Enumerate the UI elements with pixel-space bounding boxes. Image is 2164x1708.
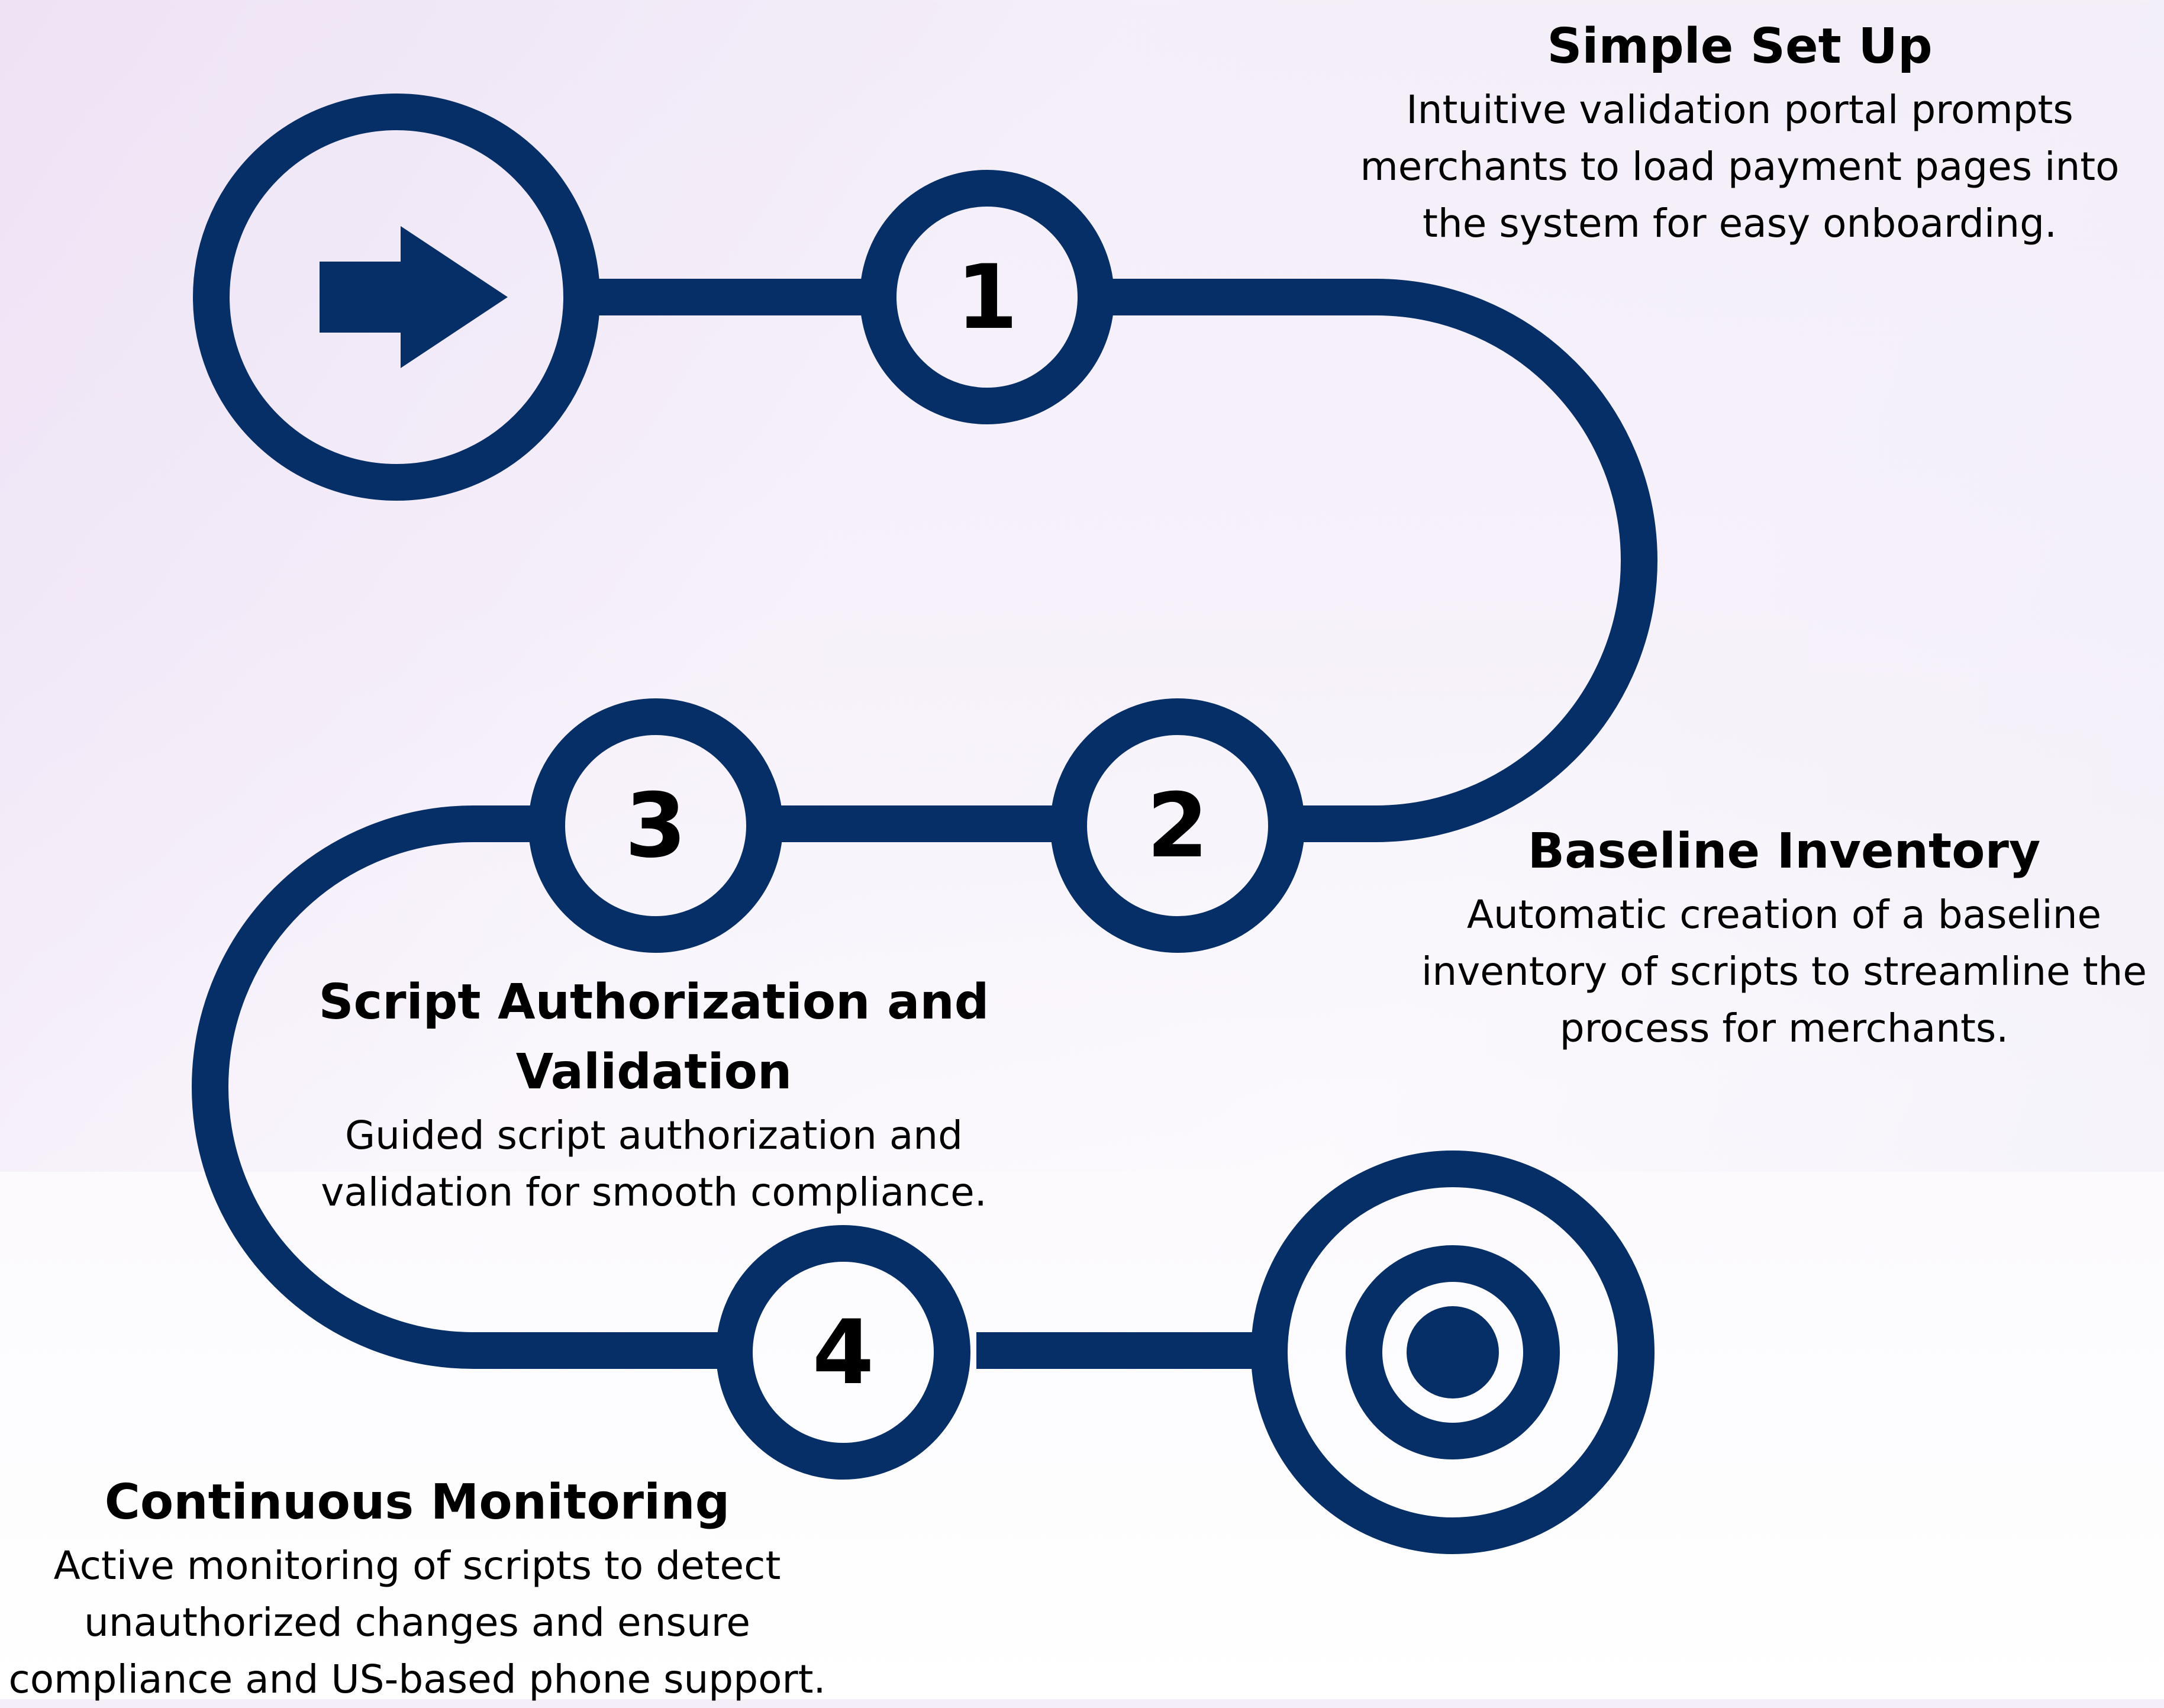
- step-2-desc-line-1: Automatic creation of a baseline: [1466, 892, 2102, 937]
- step-4-number: 4: [812, 1301, 874, 1404]
- step-2-desc-line-2: inventory of scripts to streamline the: [1421, 949, 2147, 994]
- connector-path: [192, 279, 1657, 1369]
- step-1-desc-line-2: merchants to load payment pages into: [1360, 144, 2120, 189]
- arrow-right-icon: [320, 226, 508, 368]
- step-2-text: Baseline Inventory Automatic creation of…: [1408, 817, 2160, 1057]
- step-3-number: 3: [625, 775, 686, 878]
- step-1-title: Simple Set Up: [1547, 18, 1933, 75]
- step-1-node: 1: [860, 170, 1114, 424]
- step-3-title-line-2: Validation: [515, 1044, 792, 1100]
- step-4-node: 4: [716, 1225, 970, 1480]
- step-3-text: Script Authorization and Validation Guid…: [299, 968, 1009, 1221]
- step-4-text: Continuous Monitoring Active monitoring …: [0, 1468, 834, 1708]
- step-4-desc-line-2: unauthorized changes and ensure: [84, 1600, 750, 1645]
- step-4-desc-line-3: compliance and US-based phone support.: [8, 1657, 826, 1702]
- step-3-desc-line-1: Guided script authorization and: [344, 1113, 963, 1158]
- step-3-title-line-1: Script Authorization and: [318, 974, 989, 1030]
- step-3-node: 3: [528, 698, 783, 953]
- step-2-desc-line-3: process for merchants.: [1559, 1006, 2009, 1051]
- step-2-title: Baseline Inventory: [1527, 823, 2041, 879]
- step-3-desc-line-2: validation for smooth compliance.: [321, 1169, 987, 1215]
- step-1-desc-line-1: Intuitive validation portal prompts: [1406, 87, 2073, 133]
- step-1-number: 1: [956, 246, 1018, 349]
- step-4-title: Continuous Monitoring: [104, 1474, 730, 1530]
- background-gradient: [0, 0, 2164, 1172]
- step-2-node: 2: [1050, 698, 1305, 953]
- start-node: [193, 94, 600, 501]
- target-icon: [1251, 1151, 1655, 1554]
- step-2-number: 2: [1147, 775, 1208, 878]
- step-1-text: Simple Set Up Intuitive validation porta…: [1349, 12, 2130, 252]
- step-1-desc-line-3: the system for easy onboarding.: [1423, 201, 2057, 246]
- step-4-desc-line-1: Active monitoring of scripts to detect: [53, 1543, 781, 1588]
